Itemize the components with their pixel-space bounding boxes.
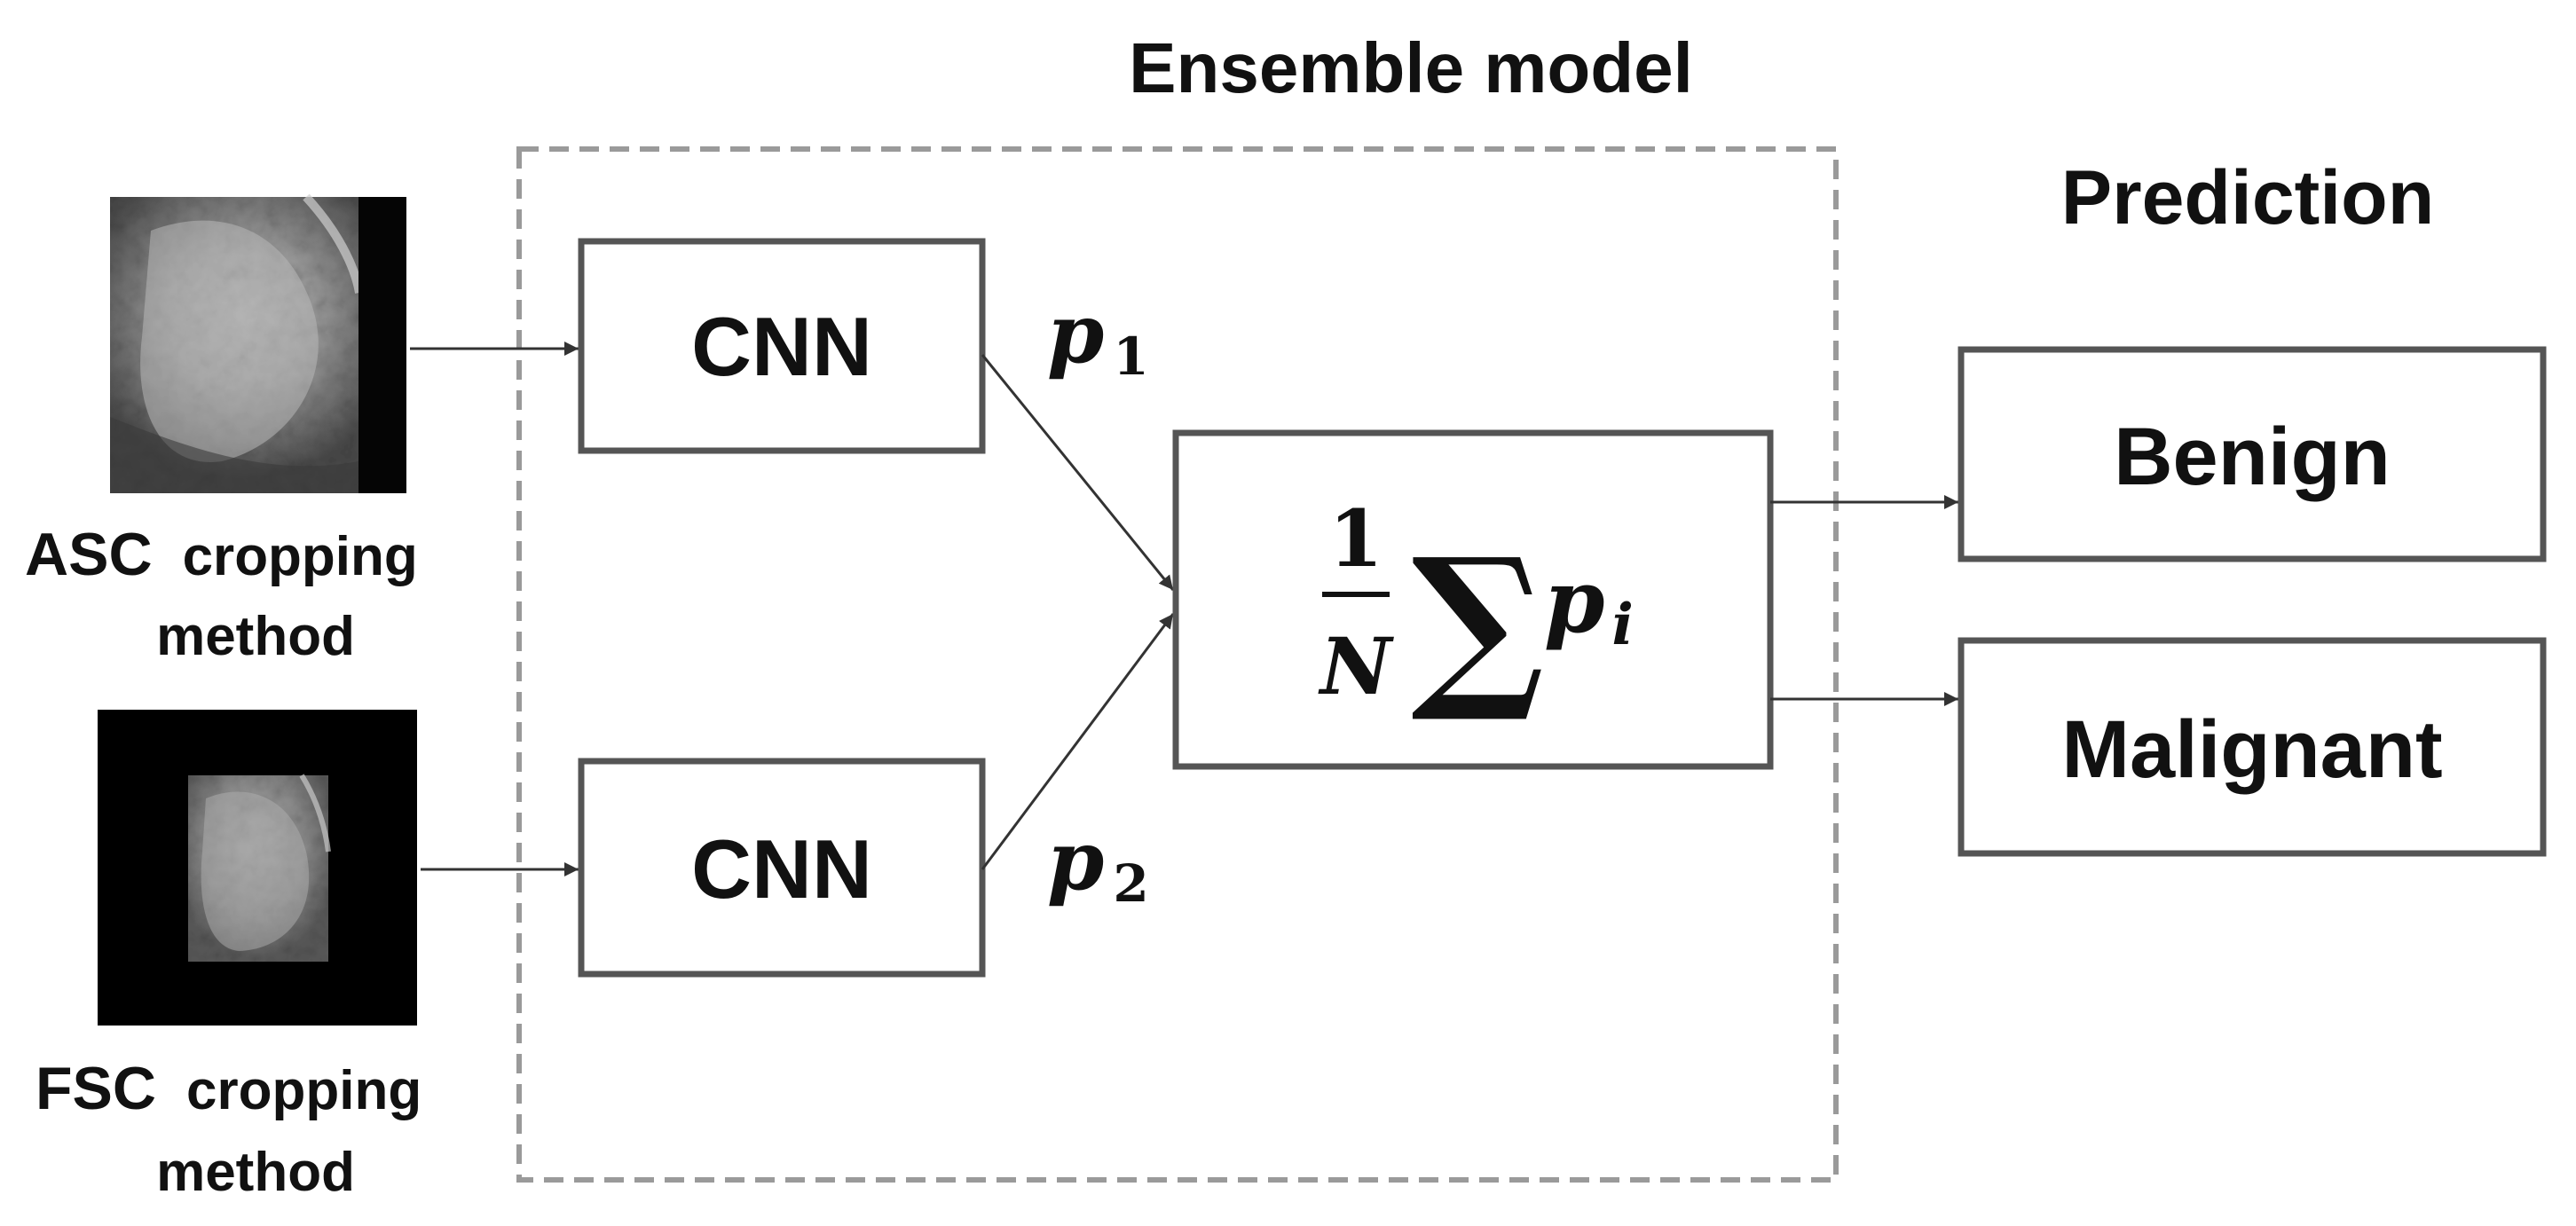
fsc-label-line2: method <box>156 1142 355 1203</box>
malignant-output-box: Malignant <box>1958 637 2547 857</box>
benign-output-box: Benign <box>1958 346 2547 562</box>
fsc-input-image <box>98 710 417 1026</box>
average-box: 1 N ∑ p i <box>1172 429 1774 770</box>
formula-numerator: 1 <box>1328 492 1383 585</box>
svg-text:Malignant: Malignant <box>2061 704 2442 795</box>
svg-text:Benign: Benign <box>2114 412 2391 502</box>
diagram-title: Ensemble model <box>1129 28 1693 107</box>
asc-label-line2: method <box>156 606 355 667</box>
ensemble-region <box>516 146 1839 1183</box>
fsc-label-line1: FSC cropping <box>35 1055 421 1122</box>
formula-term: p i <box>1544 551 1634 658</box>
prediction-header: Prediction <box>2061 155 2435 240</box>
formula-denominator: N <box>1318 620 1395 712</box>
cnn1-to-average-arrow <box>981 354 1175 591</box>
prob-label-p1: p 1 <box>1047 286 1149 387</box>
prob-label-p2: p 2 <box>1047 813 1149 914</box>
asc-input-image <box>110 193 406 493</box>
formula-sum-operator: ∑ <box>1411 519 1545 727</box>
asc-label-line1: ASC cropping <box>25 521 418 588</box>
svg-text:CNN: CNN <box>691 300 872 393</box>
cnn2-to-average-arrow <box>981 613 1175 870</box>
cnn-box-top: CNN <box>578 238 986 454</box>
cnn-box-bottom: CNN <box>578 758 986 978</box>
svg-text:CNN: CNN <box>691 822 872 916</box>
